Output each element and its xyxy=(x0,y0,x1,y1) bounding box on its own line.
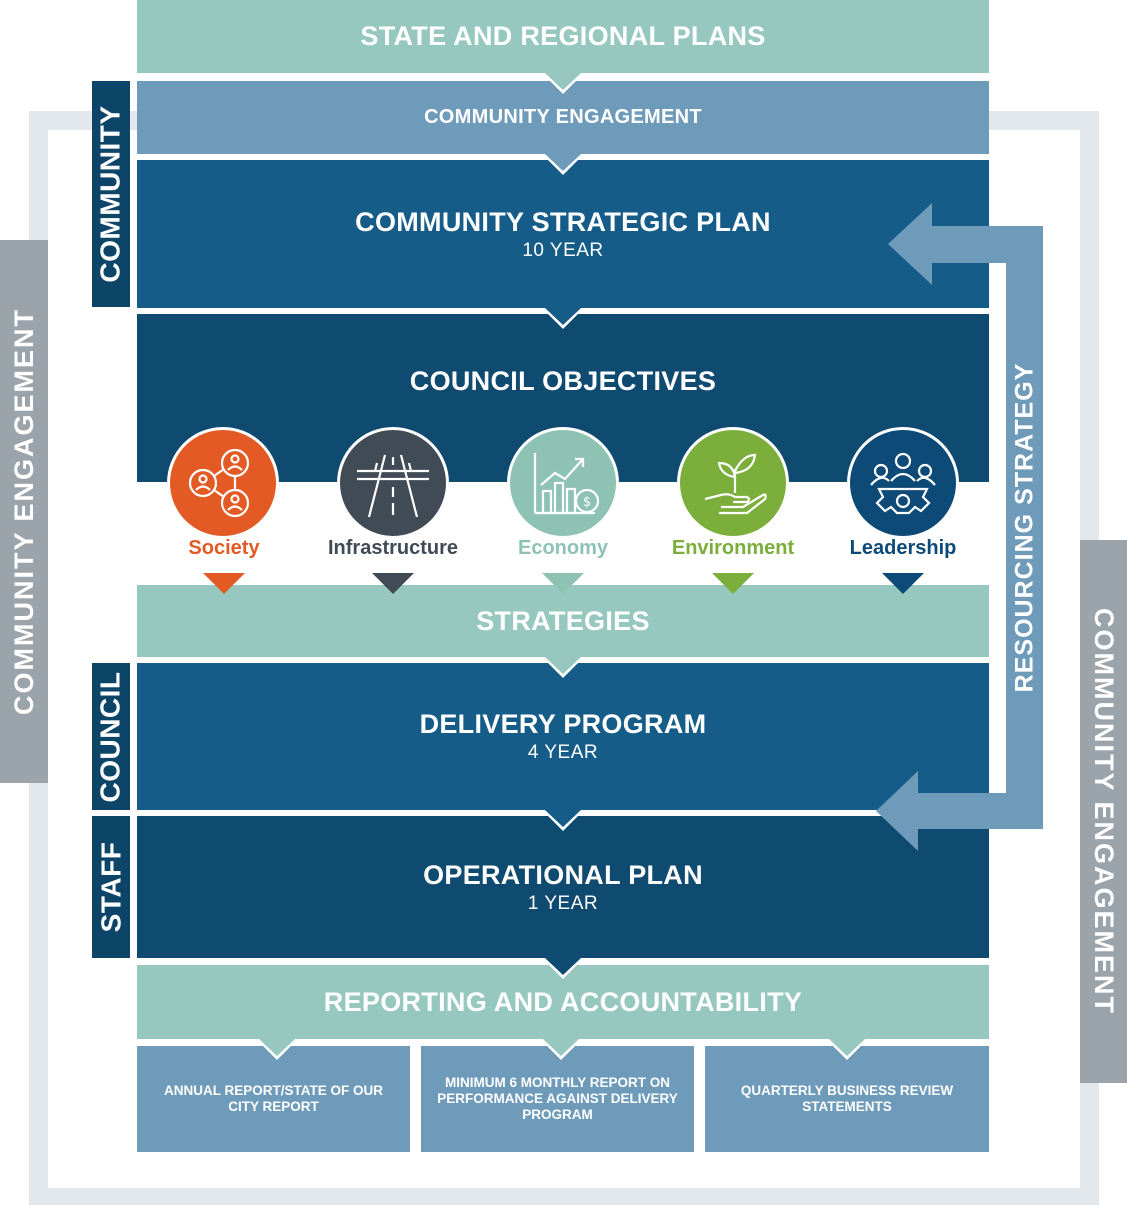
environment-pointer xyxy=(712,573,754,594)
chevron-strategies-to-delivery xyxy=(545,657,581,674)
report-annual-text: ANNUAL REPORT/STATE OF OUR CITY REPORT xyxy=(164,1083,383,1114)
delivery-program-band: DELIVERY PROGRAM 4 YEAR xyxy=(137,663,989,810)
report-box-six-monthly: MINIMUM 6 MONTHLY REPORT ON PERFORMANCE … xyxy=(421,1046,694,1152)
state-regional-plans-title: STATE AND REGIONAL PLANS xyxy=(360,21,766,51)
road-icon xyxy=(357,454,429,518)
community-engagement-right-bar: COMMUNITY ENGAGEMENT xyxy=(1080,540,1127,1083)
leadership-circle xyxy=(847,427,959,539)
infrastructure-pointer xyxy=(372,573,414,594)
chevron-operational-to-reporting xyxy=(545,958,581,975)
people-network-icon xyxy=(188,448,250,518)
operational-plan-duration: 1 YEAR xyxy=(527,892,599,914)
strategies-title: STRATEGIES xyxy=(476,605,650,636)
chevron-reporting-to-six-monthly xyxy=(543,1039,579,1056)
staff-side-label: STAFF xyxy=(92,816,130,958)
leadership-label: Leadership xyxy=(849,537,957,559)
economy-label: Economy xyxy=(517,537,609,559)
reporting-title: REPORTING AND ACCOUNTABILITY xyxy=(323,986,803,1017)
delivery-program-title: DELIVERY PROGRAM xyxy=(419,709,707,739)
economy-circle: $ xyxy=(507,427,619,539)
resourcing-strategy-label: RESOURCING STRATEGY xyxy=(1010,362,1039,693)
team-gear-icon xyxy=(870,452,936,515)
report-box-quarterly: QUARTERLY BUSINESS REVIEW STATEMENTS xyxy=(705,1046,989,1152)
society-label: Society xyxy=(188,537,260,559)
economy-pointer xyxy=(542,573,584,594)
community-engagement-band: COMMUNITY ENGAGEMENT xyxy=(137,81,989,154)
svg-text:$: $ xyxy=(583,495,591,510)
csp-duration: 10 YEAR xyxy=(522,239,604,261)
plant-in-hand-icon xyxy=(704,453,767,515)
leadership-pointer xyxy=(882,573,924,594)
chevron-delivery-to-operational xyxy=(545,810,581,827)
csp-title: COMMUNITY STRATEGIC PLAN xyxy=(355,206,771,237)
resourcing-strategy-label-wrap: RESOURCING STRATEGY xyxy=(1006,226,1043,829)
growth-chart-icon: $ xyxy=(533,453,600,515)
report-six-monthly-text: MINIMUM 6 MONTHLY REPORT ON PERFORMANCE … xyxy=(437,1075,678,1122)
community-side-label: COMMUNITY xyxy=(92,81,130,307)
society-circle xyxy=(167,427,279,539)
delivery-program-duration: 4 YEAR xyxy=(527,742,599,763)
council-side-label: COUNCIL xyxy=(92,663,130,810)
environment-label: Environment xyxy=(671,537,795,559)
community-engagement-title: COMMUNITY ENGAGEMENT xyxy=(424,106,702,128)
resourcing-strategy-arrow xyxy=(876,203,1043,851)
chevron-reporting-to-annual xyxy=(259,1039,295,1056)
environment-circle xyxy=(677,427,789,539)
chevron-engagement-to-csp xyxy=(545,154,581,171)
report-box-annual: ANNUAL REPORT/STATE OF OUR CITY REPORT xyxy=(137,1046,410,1152)
society-pointer xyxy=(203,573,245,594)
report-quarterly-text: QUARTERLY BUSINESS REVIEW STATEMENTS xyxy=(740,1083,954,1114)
community-engagement-left-bar: COMMUNITY ENGAGEMENT xyxy=(0,240,48,783)
band-notches xyxy=(256,73,868,1060)
chevron-reporting-to-quarterly xyxy=(829,1039,865,1056)
chevron-state-to-engagement xyxy=(545,73,581,90)
community-strategic-plan-band: COMMUNITY STRATEGIC PLAN 10 YEAR xyxy=(137,160,989,308)
infrastructure-circle xyxy=(337,427,449,539)
state-regional-plans-band: STATE AND REGIONAL PLANS xyxy=(137,0,989,73)
strategies-band: STRATEGIES xyxy=(137,585,989,657)
operational-plan-band: OPERATIONAL PLAN 1 YEAR xyxy=(137,816,989,958)
operational-plan-title: OPERATIONAL PLAN xyxy=(423,859,703,890)
infrastructure-label: Infrastructure xyxy=(327,537,459,559)
council-objectives-title: COUNCIL OBJECTIVES xyxy=(409,366,717,396)
chevron-csp-to-objectives xyxy=(545,308,581,325)
